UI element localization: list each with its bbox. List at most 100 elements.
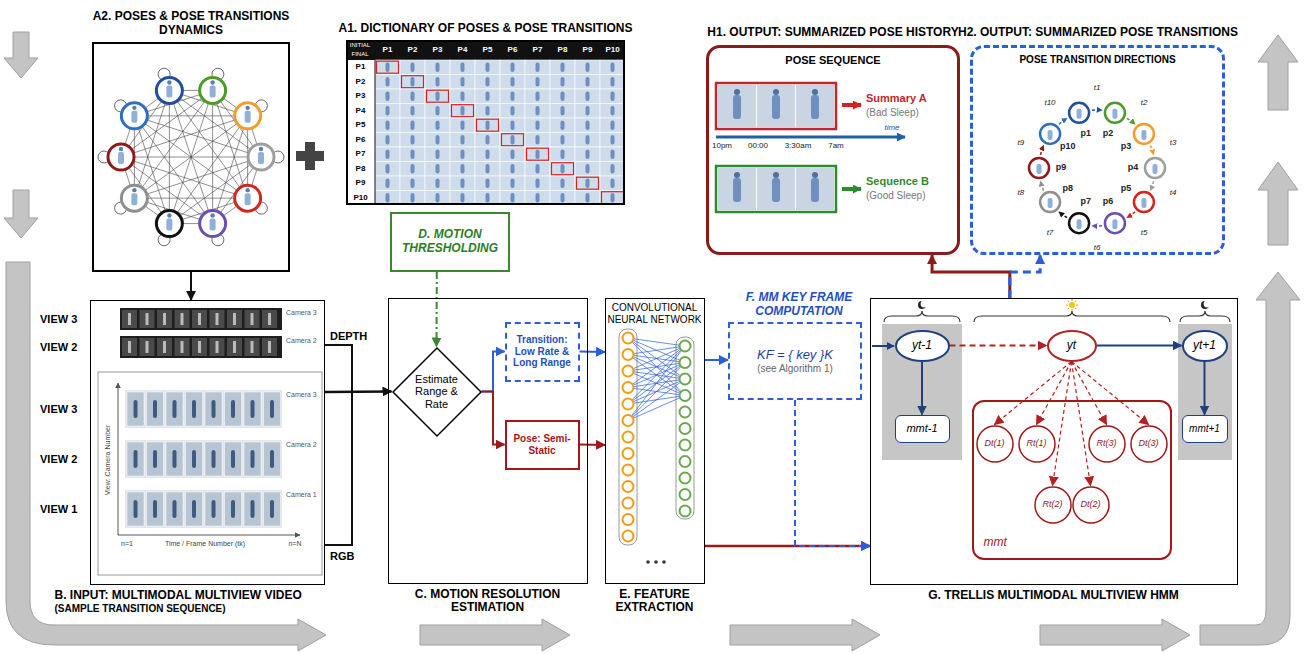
pose-thumbnail (411, 150, 415, 160)
table-row-header: P2 (356, 77, 366, 86)
panel-heading: A2. POSES & POSE TRANSITIONS DYNAMICS (66, 10, 316, 38)
depth-figure (233, 313, 236, 325)
pose-figure (258, 152, 264, 164)
pose-figure (1112, 109, 1117, 119)
table-cell (575, 104, 600, 119)
table-cell (425, 89, 450, 104)
pose-thumbnail (536, 193, 540, 203)
neuron (623, 349, 634, 360)
network-link (628, 363, 685, 421)
connector (580, 444, 606, 447)
table-cell (550, 162, 575, 177)
table-cell (400, 191, 425, 206)
table-cell (600, 191, 625, 206)
table-cell (475, 162, 500, 177)
pose-thumbnail (586, 135, 590, 145)
transition-arc (1059, 212, 1067, 218)
rgb-figure (251, 450, 255, 468)
table-cell (525, 89, 550, 104)
pose-figure (131, 111, 137, 123)
pose-figure (167, 80, 171, 84)
summary-note: (Good Sleep) (866, 190, 925, 201)
layer-frame (619, 329, 637, 545)
connector (950, 345, 1047, 347)
table-cell (600, 133, 625, 148)
network-link (628, 346, 685, 404)
view-label: VIEW 3 (40, 313, 77, 325)
pose-thumbnail (436, 121, 440, 131)
pose-thumbnail (586, 193, 590, 203)
rgb-figure (251, 400, 255, 418)
pose-icon (200, 77, 226, 103)
sun-ray (1068, 301, 1069, 302)
table-cell (425, 104, 450, 119)
pose-thumbnail (436, 150, 440, 160)
pose-figure (245, 193, 251, 205)
pose-figure (259, 147, 263, 151)
panel-heading: E. FEATURE EXTRACTION (590, 588, 720, 616)
pose-thumbnail (486, 121, 490, 131)
neuron (680, 357, 691, 368)
table-cell (450, 104, 475, 119)
pose-icon (108, 144, 134, 170)
rgb-frame-image (166, 492, 183, 526)
pose-thumbnail (611, 179, 615, 189)
network-link (628, 379, 685, 421)
table-cell (475, 104, 500, 119)
table-cell (400, 162, 425, 177)
sun-ray (1068, 308, 1069, 309)
connector (190, 272, 192, 300)
camera-label: Camera 3 (286, 309, 317, 317)
table-cell (600, 118, 625, 133)
time-slice (1178, 324, 1232, 460)
table-cell (525, 104, 550, 119)
table-cell (450, 191, 475, 206)
pose-figure (1141, 198, 1146, 208)
pose-thumbnail (461, 135, 465, 145)
sun-ray (1075, 301, 1076, 302)
transition-arc (1150, 181, 1153, 191)
neuron (623, 514, 634, 525)
table-cell (400, 118, 425, 133)
table-cell (575, 133, 600, 148)
connector (580, 351, 606, 354)
table-cell (600, 176, 625, 191)
transition-line (134, 115, 247, 116)
rgb-strip (125, 440, 282, 478)
pose-thumbnail (511, 164, 515, 174)
table-header: P4 (458, 46, 468, 55)
neuron (680, 456, 691, 467)
diagonal-highlight (377, 61, 399, 73)
transition-line (134, 116, 247, 198)
pose-thumbnail (561, 92, 565, 102)
pose-figure (167, 213, 171, 217)
pose-figure (1077, 219, 1082, 229)
pose-label: p8 (1063, 184, 1074, 194)
table-row-header: P10 (353, 193, 367, 202)
pose-thumbnail (461, 77, 465, 87)
pose-thumbnail (486, 135, 490, 145)
summary-arrow (842, 187, 861, 191)
pose-thumbnail (561, 164, 565, 174)
pose-icon (248, 144, 274, 170)
transition-arc (1127, 212, 1135, 218)
time-axis (716, 136, 905, 139)
table-row-header: P1 (356, 63, 366, 72)
pose-icon (235, 185, 261, 211)
pose-thumbnail (611, 121, 615, 131)
transition-arc (1040, 181, 1043, 191)
diagonal-highlight (577, 177, 599, 189)
transition-arc (1092, 109, 1102, 111)
diagonal-highlight (477, 119, 499, 131)
circle-shape (1035, 487, 1071, 523)
ellipsis-dot (654, 560, 658, 564)
diagonal-highlight (502, 134, 524, 146)
neuron (623, 415, 634, 426)
rgb-figure (270, 450, 274, 468)
connector (1072, 362, 1091, 486)
pose-thumbnail (461, 193, 465, 203)
depth-frame (210, 310, 225, 328)
neuron (680, 473, 691, 484)
plus-symbol (296, 142, 324, 170)
pose-thumbnail (611, 150, 615, 160)
